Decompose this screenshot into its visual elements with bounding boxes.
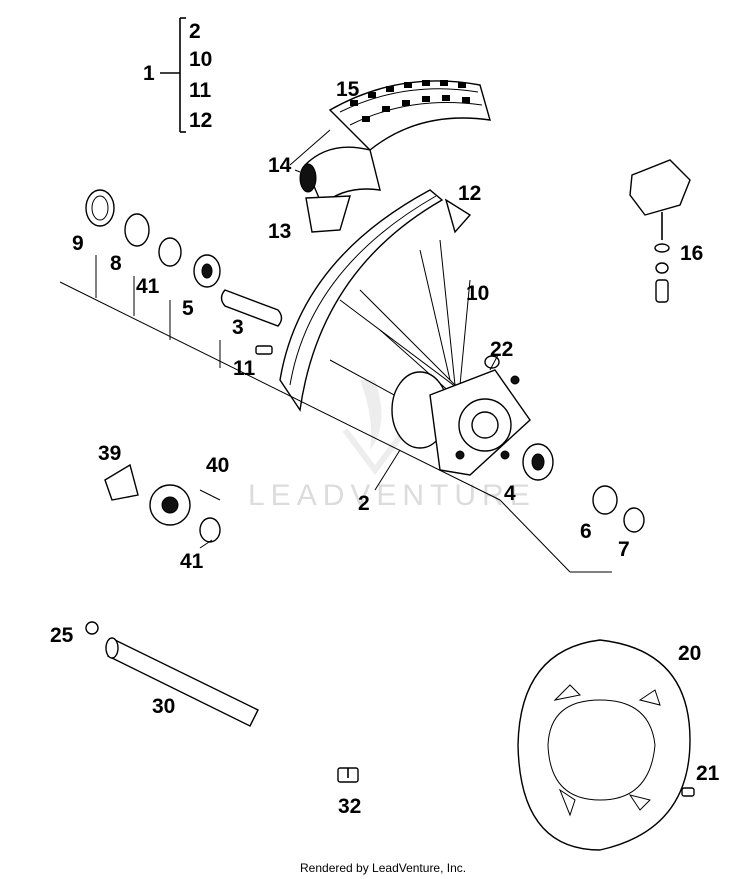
callout-11: 11	[233, 357, 256, 380]
callout-group-11: 11	[189, 79, 212, 102]
left-bearing-stack	[85, 189, 283, 355]
callout-41-bottom: 41	[180, 550, 204, 573]
tube-part	[299, 163, 351, 233]
callout-30: 30	[152, 695, 175, 718]
callout-41-left: 41	[136, 275, 160, 298]
callout-3: 3	[232, 316, 244, 339]
callout-40: 40	[206, 454, 229, 477]
callout-9: 9	[72, 232, 84, 255]
watermark-text: LEADVENTURE	[248, 479, 536, 512]
leader-lines	[59, 129, 612, 573]
callout-group-12: 12	[189, 109, 212, 132]
tire-part	[304, 80, 491, 207]
callout-6: 6	[580, 520, 592, 543]
callout-14: 14	[268, 154, 292, 177]
callout-group-2: 2	[189, 20, 201, 43]
callout-16: 16	[680, 242, 703, 265]
right-bearing-stack	[484, 355, 645, 533]
valve-stem-part	[629, 159, 691, 303]
callout-7: 7	[618, 538, 630, 561]
callout-22: 22	[490, 338, 513, 361]
callout-8: 8	[110, 252, 122, 275]
brake-disc-part	[517, 639, 695, 851]
kit-bracket	[160, 17, 186, 133]
callout-15: 15	[336, 78, 360, 101]
footer-credit: Rendered by LeadVenture, Inc.	[300, 861, 466, 875]
speedo-drive-part	[104, 463, 221, 543]
callout-32: 32	[338, 795, 361, 818]
watermark-logo	[342, 380, 408, 475]
callout-39: 39	[98, 442, 121, 465]
callout-2: 2	[358, 492, 370, 515]
callout-20: 20	[678, 642, 701, 665]
callout-1: 1	[143, 62, 155, 85]
hub-part	[391, 369, 531, 476]
callout-25: 25	[50, 624, 74, 647]
rim-part	[279, 189, 472, 412]
callout-12: 12	[458, 182, 481, 205]
axle-part	[85, 621, 259, 727]
bolt-32-part	[337, 767, 359, 783]
callout-21: 21	[696, 762, 720, 785]
callout-labels: 1 2 10 11 12 15 14 13 12 10 16 9 8 41 5 …	[50, 20, 720, 818]
callout-group-10: 10	[189, 48, 212, 71]
callout-5: 5	[182, 297, 194, 320]
callout-4: 4	[504, 482, 516, 505]
callout-13: 13	[268, 220, 291, 243]
callout-10: 10	[466, 282, 489, 305]
